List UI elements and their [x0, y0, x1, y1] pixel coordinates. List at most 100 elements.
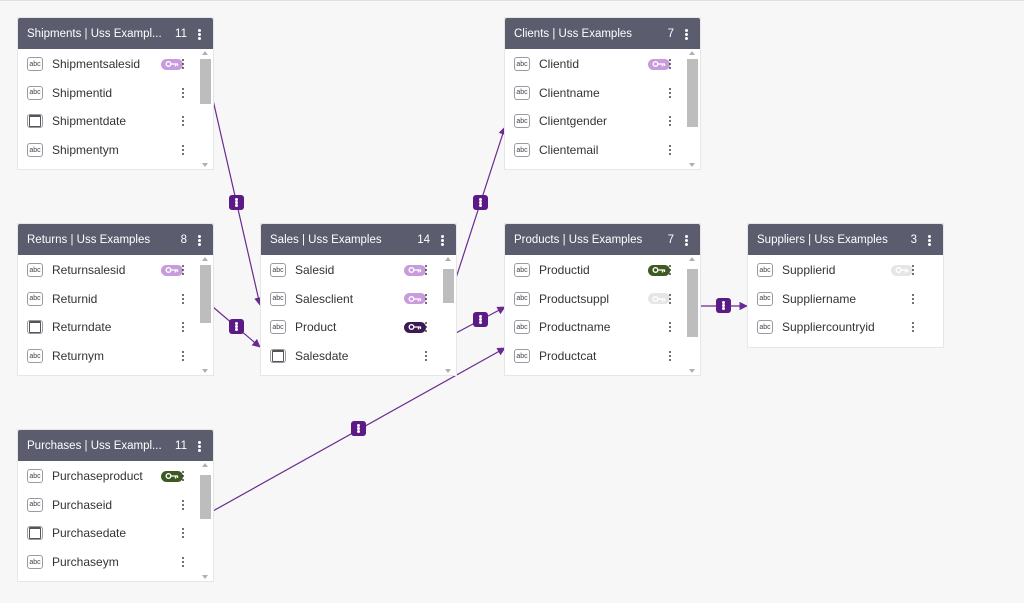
field-row[interactable]: abcClientcountryid: [505, 164, 700, 169]
table-menu-icon[interactable]: [193, 232, 205, 248]
edge-menu-button[interactable]: [473, 195, 488, 210]
table-header[interactable]: Shipments | Uss Exampl... 11: [18, 18, 213, 49]
field-menu-icon[interactable]: [669, 293, 672, 305]
key-icon[interactable]: [648, 58, 670, 70]
table-menu-icon[interactable]: [680, 232, 692, 248]
scrollbar[interactable]: [199, 461, 211, 581]
table-menu-icon[interactable]: [193, 438, 205, 454]
key-icon[interactable]: [161, 470, 183, 482]
field-menu-icon[interactable]: [912, 265, 915, 276]
field-menu-icon[interactable]: [669, 350, 672, 362]
edge-menu-button[interactable]: [351, 421, 366, 436]
field-menu-icon[interactable]: [912, 322, 915, 333]
field-menu-icon[interactable]: [182, 471, 185, 482]
field-menu-icon[interactable]: [182, 499, 185, 511]
field-row[interactable]: Returndate: [18, 313, 213, 342]
table-header[interactable]: Clients | Uss Examples 7: [505, 18, 700, 49]
field-menu-icon[interactable]: [182, 350, 185, 362]
field-row[interactable]: Shipmentdate: [18, 107, 213, 136]
key-icon[interactable]: [891, 264, 913, 276]
scrollbar[interactable]: [686, 49, 698, 169]
key-icon[interactable]: [648, 293, 670, 305]
field-menu-icon[interactable]: [669, 87, 672, 99]
field-menu-icon[interactable]: [425, 265, 428, 276]
field-menu-icon[interactable]: [669, 322, 672, 333]
scrollbar[interactable]: [199, 49, 211, 169]
table-header[interactable]: Returns | Uss Examples 8: [18, 224, 213, 255]
field-row[interactable]: abcSalesym: [261, 370, 456, 375]
table-menu-icon[interactable]: [436, 232, 448, 248]
field-menu-icon[interactable]: [182, 322, 185, 333]
key-icon[interactable]: [161, 264, 183, 276]
field-menu-icon[interactable]: [669, 144, 672, 156]
scrollbar[interactable]: [199, 255, 211, 375]
edge-menu-button[interactable]: [473, 312, 488, 327]
field-menu-icon[interactable]: [669, 265, 672, 276]
scrollbar[interactable]: [442, 255, 454, 375]
field-menu-icon[interactable]: [182, 87, 185, 99]
field-menu-icon[interactable]: [182, 144, 185, 156]
field-menu-icon[interactable]: [182, 528, 185, 539]
key-icon[interactable]: [161, 58, 183, 70]
field-menu-icon[interactable]: [182, 59, 185, 70]
key-icon[interactable]: [404, 321, 426, 333]
field-row[interactable]: abcPurchaseempid: [18, 576, 213, 581]
table-header[interactable]: Sales | Uss Examples 14: [261, 224, 456, 255]
table-header[interactable]: Suppliers | Uss Examples 3: [748, 224, 943, 255]
table-menu-icon[interactable]: [923, 232, 935, 248]
scrollbar[interactable]: [686, 255, 698, 375]
key-icon[interactable]: [404, 264, 426, 276]
field-row[interactable]: abcShipmentclient: [18, 164, 213, 169]
field-row[interactable]: Salesdate: [261, 342, 456, 371]
field-menu-icon[interactable]: [425, 293, 428, 305]
field-row[interactable]: abcReturnempid: [18, 370, 213, 375]
edge-menu-button[interactable]: [229, 319, 244, 334]
table-menu-icon[interactable]: [193, 26, 205, 42]
field-menu-icon[interactable]: [182, 293, 185, 305]
field-menu-icon[interactable]: [912, 293, 915, 305]
key-icon[interactable]: [404, 293, 426, 305]
table-header[interactable]: Purchases | Uss Exampl... 11: [18, 430, 213, 461]
field-menu-icon[interactable]: [425, 350, 428, 362]
edge-menu-button[interactable]: [716, 298, 731, 313]
field-menu-icon[interactable]: [425, 322, 428, 333]
key-icon[interactable]: [648, 264, 670, 276]
table-header[interactable]: Products | Uss Examples 7: [505, 224, 700, 255]
field-row[interactable]: 1.2Unitcost: [505, 370, 700, 375]
field-menu-icon[interactable]: [669, 59, 672, 70]
field-menu-icon[interactable]: [182, 116, 185, 127]
